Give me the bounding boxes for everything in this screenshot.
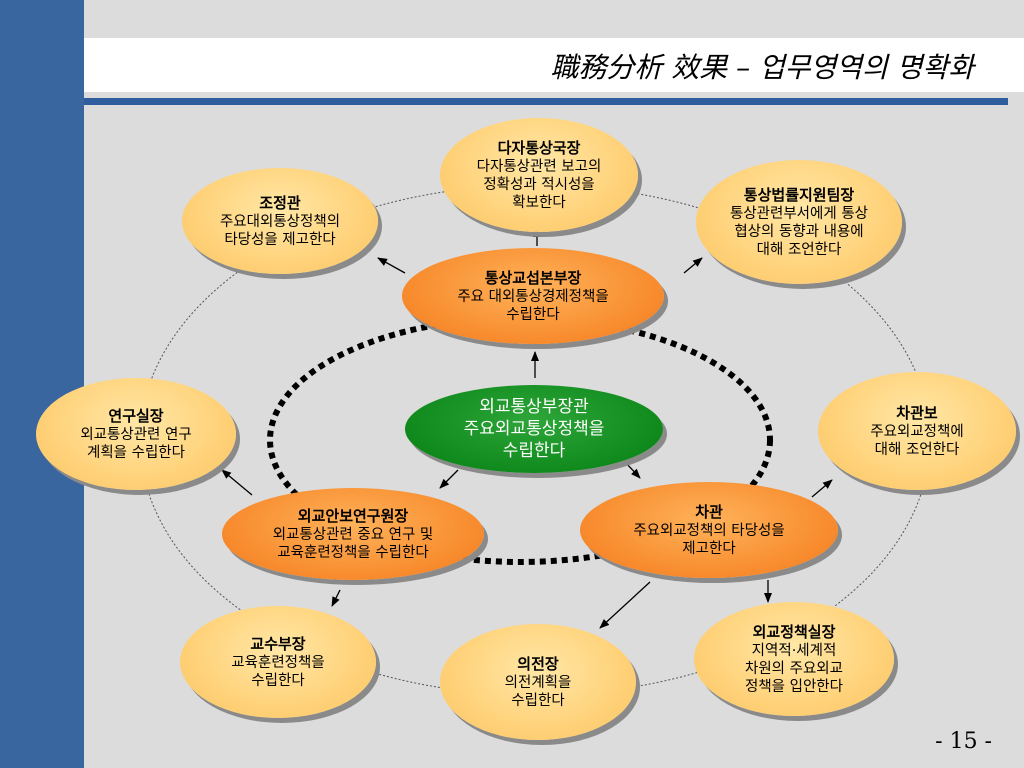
node-coordinator: 조정관 주요대외통상정책의 타당성을 제고한다 xyxy=(182,168,378,274)
arrow-vice-to-protocol xyxy=(599,581,651,629)
node-title: 의전장 xyxy=(517,654,559,673)
node-desc: 지역적·세계적 차원의 주요외교 정책을 입안한다 xyxy=(745,642,843,695)
node-multilateral-trade-director: 다자통상국장 다자통상관련 보고의 정확성과 적시성을 확보한다 xyxy=(440,118,638,232)
node-desc: 통상관련부서에게 통상 협상의 동향과 내용에 대해 조언한다 xyxy=(729,205,868,258)
title-rule xyxy=(84,98,1008,105)
node-trade-legal-team: 통상법률지원팀장 통상관련부서에게 통상 협상의 동향과 내용에 대해 조언한다 xyxy=(696,160,902,284)
node-desc: 주요외교정책의 타당성을 제고한다 xyxy=(633,522,785,557)
node-desc: 교육훈련정책을 수립한다 xyxy=(231,654,325,689)
arrow-ifans-to-research xyxy=(221,469,253,496)
node-desc: 외교통상관련 중요 연구 및 교육훈련정책을 수립한다 xyxy=(272,526,434,561)
node-ifans-head: 외교안보연구원장 외교통상관련 중요 연구 및 교육훈련정책을 수립한다 xyxy=(222,488,484,580)
node-title: 통상법률지원팀장 xyxy=(743,185,855,204)
arrow-vice-to-deputy xyxy=(811,479,833,498)
node-title: 조정관 xyxy=(259,193,301,212)
node-title: 외교통상부장관 xyxy=(479,397,589,417)
node-professor-dept: 교수부장 교육훈련정책을 수립한다 xyxy=(180,606,376,718)
node-desc: 주요외교정책에 대해 조언한다 xyxy=(870,423,964,458)
arrow-center-to-ifans xyxy=(439,469,459,489)
node-trade-negotiation-head: 통상교섭본부장 주요 대외통상경제정책을 수립한다 xyxy=(402,248,664,344)
node-protocol-chief: 의전장 의전계획을 수립한다 xyxy=(440,624,636,740)
node-vice-minister: 차관 주요외교정책의 타당성을 제고한다 xyxy=(580,482,838,578)
node-policy-office: 외교정책실장 지역적·세계적 차원의 주요외교 정책을 입안한다 xyxy=(694,602,894,716)
page-title: 職務分析 效果 – 업무영역의 명확화 xyxy=(550,51,974,84)
title-bar xyxy=(84,38,1024,92)
node-title: 차관 xyxy=(695,502,723,521)
arrow-ifans-to-professor xyxy=(331,589,341,607)
node-title: 다자통상국장 xyxy=(497,138,581,157)
node-minister: 외교통상부장관 주요외교통상정책을 수립한다 xyxy=(405,385,663,473)
node-deputy-minister: 차관보 주요외교정책에 대해 조언한다 xyxy=(818,372,1016,490)
sidebar-band xyxy=(0,0,84,768)
node-research-office: 연구실장 외교통상관련 연구 계획을 수립한다 xyxy=(36,378,236,490)
node-title: 교수부장 xyxy=(250,634,306,653)
node-title: 차관보 xyxy=(896,403,938,422)
node-desc: 주요외교통상정책을 수립한다 xyxy=(463,419,605,461)
node-desc: 주요대외통상정책의 타당성을 제고한다 xyxy=(219,213,341,248)
node-desc: 주요 대외통상경제정책을 수립한다 xyxy=(457,288,609,323)
node-desc: 다자통상관련 보고의 정확성과 적시성을 확보한다 xyxy=(476,158,602,211)
arrow-trade-to-coordinator xyxy=(377,257,406,274)
node-desc: 의전계획을 수립한다 xyxy=(504,674,572,709)
node-desc: 외교통상관련 연구 계획을 수립한다 xyxy=(80,426,192,461)
node-title: 외교정책실장 xyxy=(752,622,836,641)
node-title: 통상교섭본부장 xyxy=(484,268,582,287)
arrow-trade-to-legal xyxy=(683,257,703,274)
node-title: 외교안보연구원장 xyxy=(297,506,409,525)
arrow-center-to-vice xyxy=(625,462,641,479)
node-title: 연구실장 xyxy=(108,406,164,425)
page-number: - 15 - xyxy=(935,729,992,754)
